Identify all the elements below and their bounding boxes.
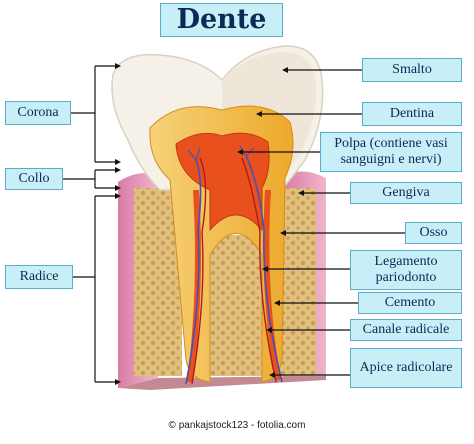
leader-lines-left bbox=[62, 65, 116, 383]
vessel-red-right bbox=[241, 157, 277, 383]
vessel-red-left bbox=[191, 157, 207, 385]
vessel-crown-branches bbox=[187, 145, 255, 161]
diagram-title: Dente bbox=[160, 3, 283, 37]
image-credit: © pankajstock123 - fotolia.com bbox=[168, 420, 306, 431]
label-apice: Apice radicolare bbox=[350, 348, 462, 388]
bone-center bbox=[210, 235, 262, 376]
vessel-blue-left bbox=[185, 159, 202, 385]
root-canal-right bbox=[263, 189, 281, 381]
label-corona: Corona bbox=[5, 101, 71, 125]
label-cemento: Cemento bbox=[358, 292, 462, 314]
label-dentina: Dentina bbox=[362, 102, 462, 126]
label-radice: Radice bbox=[5, 265, 73, 289]
vessel-blue-right bbox=[245, 155, 283, 383]
label-smalto: Smalto bbox=[362, 58, 462, 82]
leader-lines-right bbox=[243, 69, 405, 376]
label-legamento: Legamento pariodonto bbox=[350, 250, 462, 290]
label-polpa: Polpa (contiene vasi sanguigni e nervi) bbox=[320, 132, 462, 172]
block-bottom bbox=[118, 376, 326, 390]
label-gengiva: Gengiva bbox=[350, 182, 462, 204]
label-osso: Osso bbox=[405, 222, 462, 244]
label-collo: Collo bbox=[5, 168, 63, 190]
label-canale: Canale radicale bbox=[350, 319, 462, 341]
